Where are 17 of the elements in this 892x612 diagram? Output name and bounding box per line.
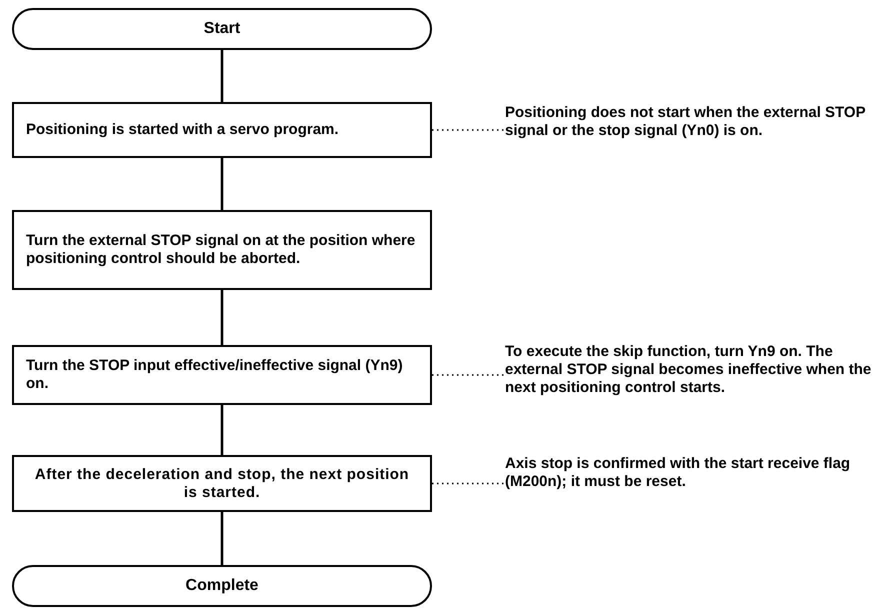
- leader-line: [432, 482, 505, 484]
- connector-line: [220, 405, 224, 455]
- connector-line: [220, 290, 224, 345]
- leader-line: [432, 129, 505, 131]
- leader-line: [432, 374, 505, 376]
- terminal-shape: Complete: [12, 565, 432, 607]
- connector-line: [220, 50, 224, 102]
- connector-line: [220, 512, 224, 565]
- process-box: Turn the STOP input effective/ineffective signal (Yn9) on.: [12, 345, 432, 405]
- note-text: Positioning does not start when the external STOP signal or the stop signal (Yn0) is on.: [505, 104, 885, 140]
- terminal-shape: Start: [12, 8, 432, 50]
- connector-line: [220, 158, 224, 210]
- process-box: Positioning is started with a servo program.: [12, 102, 432, 158]
- process-box: Turn the external STOP signal on at the position where positioning control should be aborted.: [12, 210, 432, 290]
- note-text: Axis stop is confirmed with the start receive flag (M200n); it must be reset.: [505, 455, 885, 491]
- process-box: After the deceleration and stop, the next position is started.: [12, 455, 432, 512]
- note-text: To execute the skip function, turn Yn9 on. The external STOP signal becomes ineffective when the next positioning control starts.: [505, 343, 885, 397]
